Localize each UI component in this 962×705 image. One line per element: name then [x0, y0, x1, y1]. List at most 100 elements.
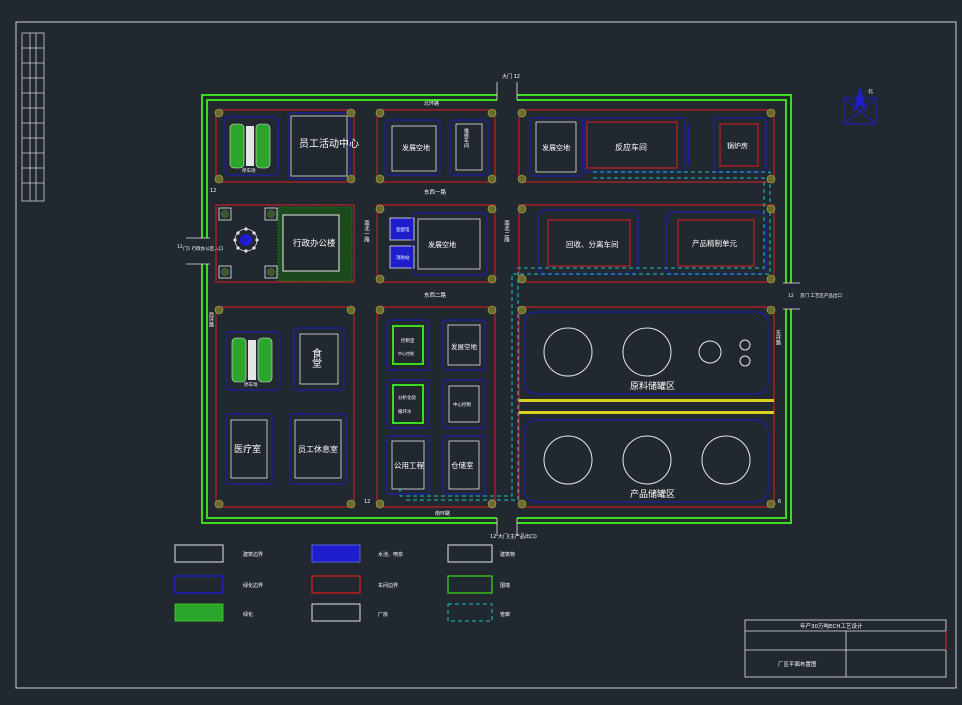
gate-east-gap: [783, 283, 795, 309]
zone-reaction: [518, 109, 775, 183]
public-works-box: [391, 440, 425, 490]
vacant-2-label: 发展空地: [542, 143, 570, 152]
trees: [214, 108, 776, 509]
road-ew1-label: 东西一路: [424, 188, 447, 196]
legend: 建筑边界 水池、喷泉 建筑物 绿化边界 车间边界 围墙 绿化 厂房 管廊: [174, 544, 515, 622]
road-east-label: 东环路: [775, 329, 781, 346]
small-7-label: 维修车间: [463, 127, 469, 149]
title-block: [744, 619, 947, 678]
recovery-label: 回收、分离车间: [566, 239, 619, 249]
dim-label-bottom: 12: [364, 499, 370, 505]
dim-label-right: 6: [778, 499, 781, 505]
product-tank-1: [543, 435, 593, 485]
raw-tank-4: [739, 339, 751, 351]
rest-box: [294, 419, 342, 479]
gate-west-label: 门1 行政办公区入口: [183, 245, 223, 252]
staff-activity-label: 员工活动中心: [299, 137, 359, 150]
legend-label-2: 建筑物: [500, 551, 515, 558]
dim-label-east2: 12: [788, 293, 794, 299]
small-5-label: 循环水: [398, 408, 412, 415]
road-west-label: 西环路: [208, 312, 214, 328]
zone-vacant-a: [376, 109, 496, 183]
raw-tank-2: [622, 327, 672, 377]
admin-building: [282, 214, 340, 272]
vacant-1-box: [391, 125, 437, 172]
small-1-label: 变配电: [396, 226, 410, 233]
zone-refining: [518, 204, 775, 283]
legend-label-5: 围墙: [500, 582, 510, 589]
gate-west-gap: [199, 238, 211, 264]
refining-label: 产品精制单元: [692, 238, 737, 248]
title-drawing: 厂区平面布置图: [778, 660, 817, 668]
small-4-label: 分析化验: [398, 394, 416, 401]
pipe-rack: [399, 171, 771, 501]
zone-living: [215, 306, 355, 508]
zone-staff: [215, 109, 355, 183]
zone-admin: [215, 204, 355, 283]
compass-icon: [843, 86, 877, 125]
gate-east-label: 货门 工艺区产品出口: [800, 292, 842, 299]
road-sn2-label: 南北二路: [503, 219, 510, 244]
gate-bottom-gap: [497, 515, 517, 525]
reaction-box: [586, 121, 678, 169]
legend-label-3: 绿化边界: [243, 582, 263, 589]
vacant-4-box: [447, 324, 481, 366]
warehouse-label: 仓储室: [451, 460, 474, 470]
canteen-box: [299, 333, 339, 385]
product-tank-3: [701, 435, 751, 485]
vacant-3-label: 发展空地: [428, 240, 456, 249]
outer-frame: [15, 21, 957, 689]
vacant-2-box: [535, 121, 577, 173]
rest-label: 员工休息室: [298, 444, 338, 454]
gate-top-label: 大门 12: [502, 73, 520, 80]
road-ew2-label: 东西二路: [424, 291, 447, 299]
legend-label-1: 水池、喷泉: [378, 551, 403, 558]
small-6b-label: 中心控制: [453, 401, 471, 408]
road-south-label: 南环路: [435, 510, 450, 517]
legend-label-4: 车间边界: [378, 582, 398, 589]
vacant-1-label: 发展空地: [402, 143, 430, 152]
raw-tank-1: [543, 327, 593, 377]
public-works-label: 公用工程: [394, 461, 424, 470]
legend-label-6: 绿化: [243, 611, 253, 618]
dim-label-west2: 12: [177, 244, 183, 250]
revision-strip: [21, 32, 45, 202]
gate-top-gap: [497, 93, 517, 103]
raw-tank-5: [739, 355, 751, 367]
boiler-box: [719, 123, 759, 167]
boiler-label: 锅炉房: [727, 141, 748, 150]
clinic-label: 医疗室: [234, 443, 261, 455]
parking-lot-2: [225, 331, 281, 391]
canteen-label: 食堂: [310, 347, 322, 368]
small-3-label: 控制室: [401, 337, 415, 344]
admin-label: 行政办公楼: [293, 238, 336, 249]
clinic-box: [230, 419, 268, 479]
title-project: 年产30万吨ECH工艺设计: [800, 622, 863, 630]
parking-1-label: 停车场: [242, 167, 256, 174]
refining-box: [677, 219, 755, 267]
vacant-3-box: [417, 218, 481, 270]
zone-utility: [376, 306, 496, 508]
staff-activity-building: [287, 112, 351, 180]
zone-tanks: [518, 306, 775, 508]
legend-label-0: 建筑边界: [243, 551, 263, 558]
parking-green-1: [229, 123, 271, 169]
warehouse-box: [448, 440, 480, 490]
recovery-box: [547, 219, 631, 267]
raw-tank-label: 原料储罐区: [630, 380, 675, 392]
fountain: [233, 227, 259, 253]
parking-lot-1: [223, 116, 279, 176]
small-6-label: 中心控制: [398, 350, 414, 356]
compass-label: 北: [868, 88, 873, 95]
reaction-label: 反应车间: [615, 142, 647, 152]
product-tank-2: [622, 435, 672, 485]
legend-label-7: 厂房: [378, 611, 388, 618]
legend-label-8: 管廊: [500, 611, 510, 618]
zone-vacant-b: [376, 204, 496, 283]
product-tank-area: [523, 419, 769, 503]
small-2-label: 消防站: [396, 254, 410, 261]
gate-bottom-label: 12 大门(主产品出口): [490, 533, 537, 540]
vacant-4-label: 发展空地: [451, 342, 478, 351]
raw-tank-area: [523, 311, 769, 395]
